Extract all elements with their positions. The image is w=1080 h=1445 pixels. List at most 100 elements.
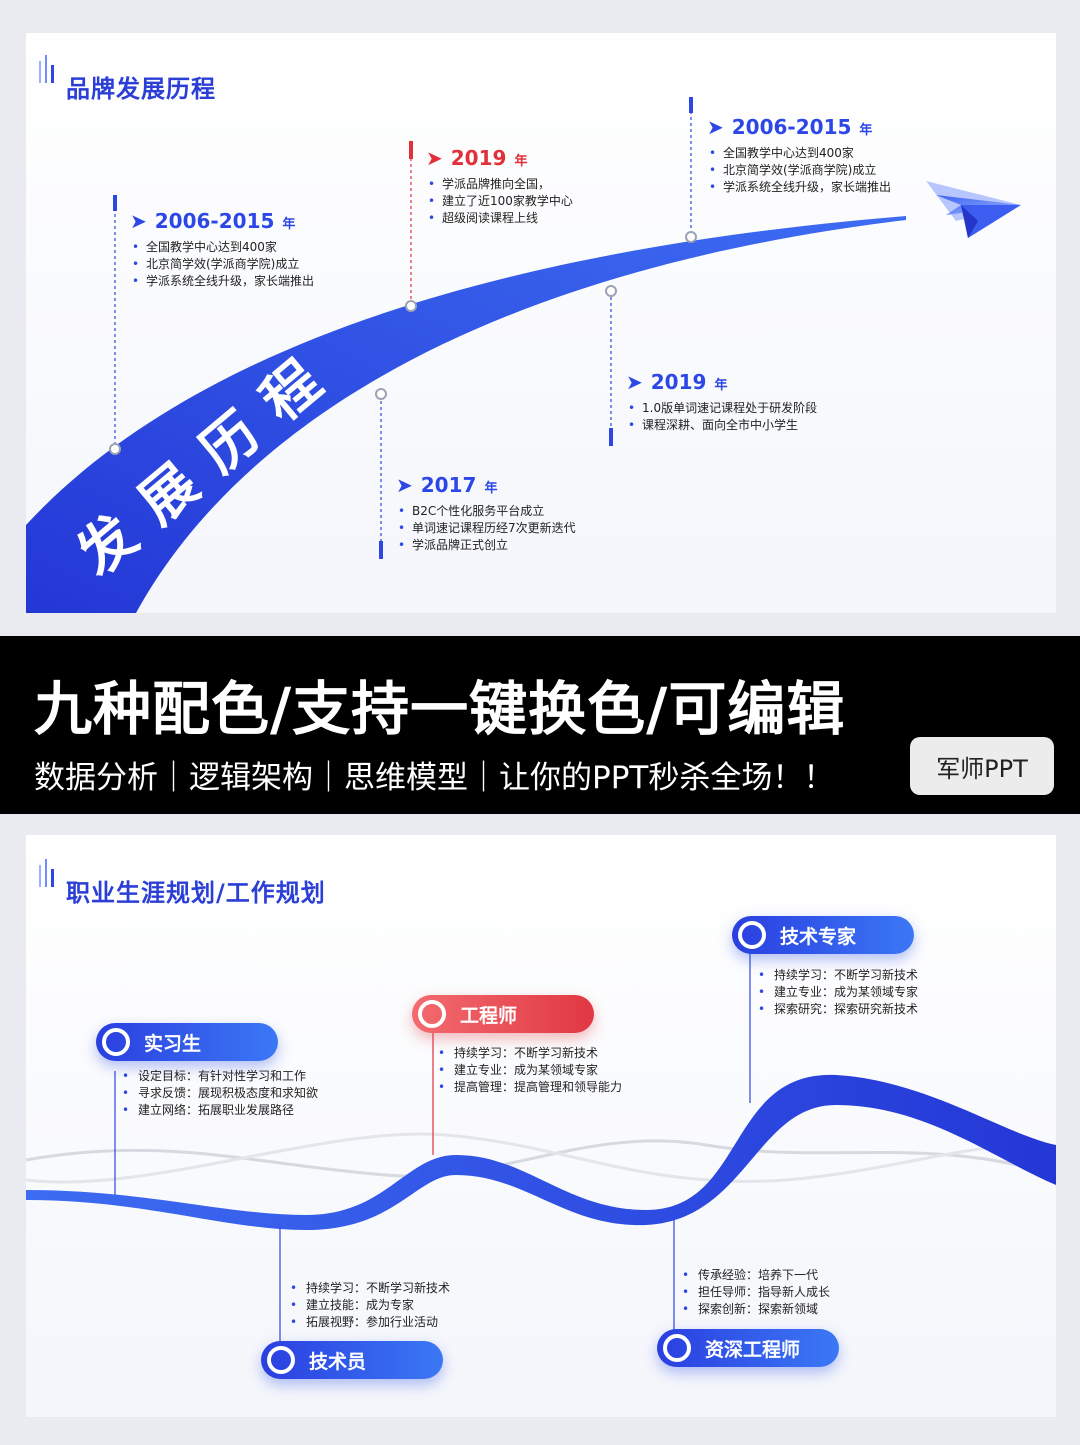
event-details: 1.0版单词速记课程处于研发阶段课程深耕、面向全市中小学生 — [626, 400, 817, 434]
event-detail-item: 1.0版单词速记课程处于研发阶段 — [626, 400, 817, 417]
stage-label: 实习生 — [144, 1032, 202, 1055]
event-details: B2C个性化服务平台成立单词速记课程历经7次更新迭代学派品牌正式创立 — [396, 503, 576, 554]
stage-detail-item: 建立网络：拓展职业发展路径 — [120, 1102, 318, 1119]
timeline-event: ➤ 2006-2015 年全国教学中心达到400家北京简学效(学派商学院)成立学派系… — [707, 115, 891, 196]
title-bars-icon — [39, 859, 54, 887]
chevron-right-icon: ➤ — [426, 146, 443, 170]
stage-detail-item: 提高管理：提高管理和领导能力 — [436, 1079, 622, 1096]
circle-icon — [738, 921, 766, 949]
timeline-event: ➤ 2006-2015 年全国教学中心达到400家北京简学效(学派商学院)成立学派系… — [130, 209, 314, 290]
brand-badge: 军师PPT — [910, 737, 1054, 795]
chevron-right-icon: ➤ — [707, 115, 724, 139]
marker-bar — [379, 541, 383, 559]
timeline-node — [405, 300, 417, 312]
event-detail-item: 全国教学中心达到400家 — [130, 239, 314, 256]
year-suffix: 年 — [282, 217, 296, 232]
event-detail-item: 单词速记课程历经7次更新迭代 — [396, 520, 576, 537]
year-suffix: 年 — [484, 481, 498, 496]
year-suffix: 年 — [514, 154, 528, 169]
stage-detail-item: 持续学习：不断学习新技术 — [288, 1280, 450, 1297]
career-path-graphic — [26, 859, 1056, 1345]
stage-detail-item: 探索创新：探索新领域 — [680, 1301, 830, 1318]
year-suffix: 年 — [859, 123, 873, 138]
chevron-right-icon: ➤ — [130, 209, 147, 233]
title-bars-icon — [39, 55, 54, 83]
timeline-node — [375, 388, 387, 400]
timeline-event: ➤ 2019 年 1.0版单词速记课程处于研发阶段课程深耕、面向全市中小学生 — [626, 370, 817, 434]
career-plan-slide: 职业生涯规划/工作规划 实习生 设定目标：有针对性学习和工作寻求反馈：展现积极态… — [26, 835, 1056, 1417]
stage-detail-item: 寻求反馈：展现积极态度和求知欲 — [120, 1085, 318, 1102]
stage-detail-item: 建立专业：成为某领域专家 — [756, 984, 918, 1001]
circle-icon — [267, 1346, 295, 1374]
event-detail-item: 学派品牌正式创立 — [396, 537, 576, 554]
timeline-node — [685, 231, 697, 243]
event-detail-item: 全国教学中心达到400家 — [707, 145, 891, 162]
stage-details: 设定目标：有针对性学习和工作寻求反馈：展现积极态度和求知欲建立网络：拓展职业发展… — [120, 1068, 318, 1119]
stage-detail-item: 建立专业：成为某领域专家 — [436, 1062, 622, 1079]
circle-icon — [663, 1334, 691, 1362]
stage-pill: 技术专家 — [732, 916, 914, 954]
event-year: 2006-2015 — [731, 115, 852, 139]
event-detail-item: 学派系统全线升级，家长端推出 — [130, 273, 314, 290]
event-year: 2006-2015 — [154, 209, 275, 233]
stage-detail-item: 探索研究：探索研究新技术 — [756, 1001, 918, 1018]
event-detail-item: 北京简学效(学派商学院)成立 — [707, 162, 891, 179]
marker-bar — [609, 428, 613, 446]
page-title: 品牌发展历程 — [66, 75, 216, 103]
marker-bar — [409, 141, 413, 159]
promo-banner: 九种配色/支持一键换色/可编辑 数据分析｜逻辑架构｜思维模型｜让你的PPT秒杀全… — [0, 636, 1080, 814]
stage-label: 资深工程师 — [705, 1338, 801, 1361]
event-details: 学派品牌推向全国，建立了近100家教学中心超级阅读课程上线 — [426, 176, 573, 227]
timeline-event: ➤ 2017 年 B2C个性化服务平台成立单词速记课程历经7次更新迭代学派品牌正式创立 — [396, 473, 576, 554]
circle-icon — [418, 1000, 446, 1028]
event-detail-item: 学派品牌推向全国， — [426, 176, 573, 193]
stage-label: 工程师 — [460, 1004, 518, 1027]
stage-details: 持续学习：不断学习新技术建立技能：成为专家拓展视野：参加行业活动 — [288, 1280, 450, 1331]
stage-detail-item: 传承经验：培养下一代 — [680, 1267, 830, 1284]
event-details: 全国教学中心达到400家北京简学效(学派商学院)成立学派系统全线升级，家长端推出 — [707, 145, 891, 196]
marker-bar — [689, 97, 693, 113]
event-heading: ➤ 2017 年 — [396, 473, 576, 497]
event-detail-item: 超级阅读课程上线 — [426, 210, 573, 227]
career-wave — [26, 1074, 1056, 1230]
event-detail-item: 课程深耕、面向全市中小学生 — [626, 417, 817, 434]
banner-headline: 九种配色/支持一键换色/可编辑 — [34, 675, 846, 743]
stage-details: 持续学习：不断学习新技术建立专业：成为某领域专家探索研究：探索研究新技术 — [756, 967, 918, 1018]
year-suffix: 年 — [714, 378, 728, 393]
event-year: 2017 — [420, 473, 477, 497]
marker-bar — [113, 195, 117, 211]
chevron-right-icon: ➤ — [626, 370, 643, 394]
brand-history-graphic: 发展历程 — [26, 55, 1021, 613]
event-details: 全国教学中心达到400家北京简学效(学派商学院)成立学派系统全线升级，家长端推出 — [130, 239, 314, 290]
circle-icon — [102, 1028, 130, 1056]
timeline-node — [605, 285, 617, 297]
stage-detail-item: 建立技能：成为专家 — [288, 1297, 450, 1314]
timeline-node — [109, 443, 121, 455]
stage-detail-item: 设定目标：有针对性学习和工作 — [120, 1068, 318, 1085]
stage-pill: 资深工程师 — [657, 1329, 839, 1367]
stage-detail-item: 拓展视野：参加行业活动 — [288, 1314, 450, 1331]
chevron-right-icon: ➤ — [396, 473, 413, 497]
stage-details: 传承经验：培养下一代担任导师：指导新人成长探索创新：探索新领域 — [680, 1267, 830, 1318]
event-year: 2019 — [450, 146, 507, 170]
brand-history-slide: 发展历程 品牌发展历程 ➤2006-2015年全国教学中心达到400家北京简学效… — [26, 33, 1056, 613]
stage-detail-item: 担任导师：指导新人成长 — [680, 1284, 830, 1301]
event-heading: ➤ 2006-2015 年 — [130, 209, 314, 233]
timeline-ribbon — [26, 216, 906, 613]
page-title: 职业生涯规划/工作规划 — [66, 879, 326, 907]
stage-pill: 技术员 — [261, 1341, 443, 1379]
event-heading: ➤ 2019 年 — [426, 146, 573, 170]
stage-label: 技术员 — [309, 1350, 367, 1373]
event-heading: ➤ 2006-2015 年 — [707, 115, 891, 139]
stage-pill: 工程师 — [412, 995, 594, 1033]
event-year: 2019 — [650, 370, 707, 394]
stage-detail-item: 持续学习：不断学习新技术 — [436, 1045, 622, 1062]
stage-label: 技术专家 — [780, 925, 857, 948]
paper-plane-icon — [926, 181, 1021, 238]
stage-detail-item: 持续学习：不断学习新技术 — [756, 967, 918, 984]
timeline-event: ➤ 2019 年学派品牌推向全国，建立了近100家教学中心超级阅读课程上线 — [426, 146, 573, 227]
event-detail-item: B2C个性化服务平台成立 — [396, 503, 576, 520]
event-detail-item: 学派系统全线升级，家长端推出 — [707, 179, 891, 196]
event-detail-item: 北京简学效(学派商学院)成立 — [130, 256, 314, 273]
event-detail-item: 建立了近100家教学中心 — [426, 193, 573, 210]
